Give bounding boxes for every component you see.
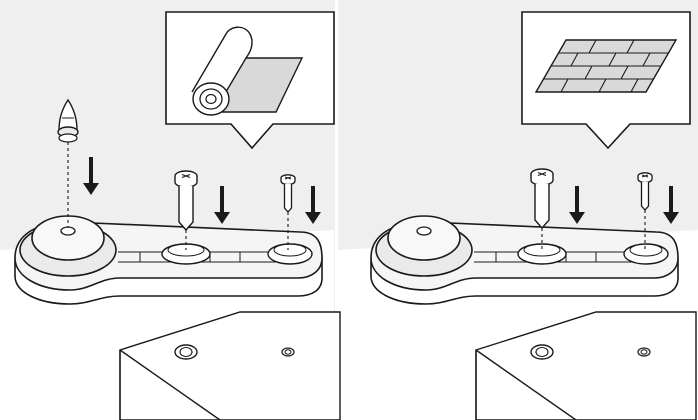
floor-planks-icon: [534, 39, 678, 93]
large-screw: [174, 170, 198, 231]
bumper-cone: [57, 98, 79, 228]
panel-divider: [335, 0, 338, 420]
paper-roll-icon: [191, 26, 304, 116]
